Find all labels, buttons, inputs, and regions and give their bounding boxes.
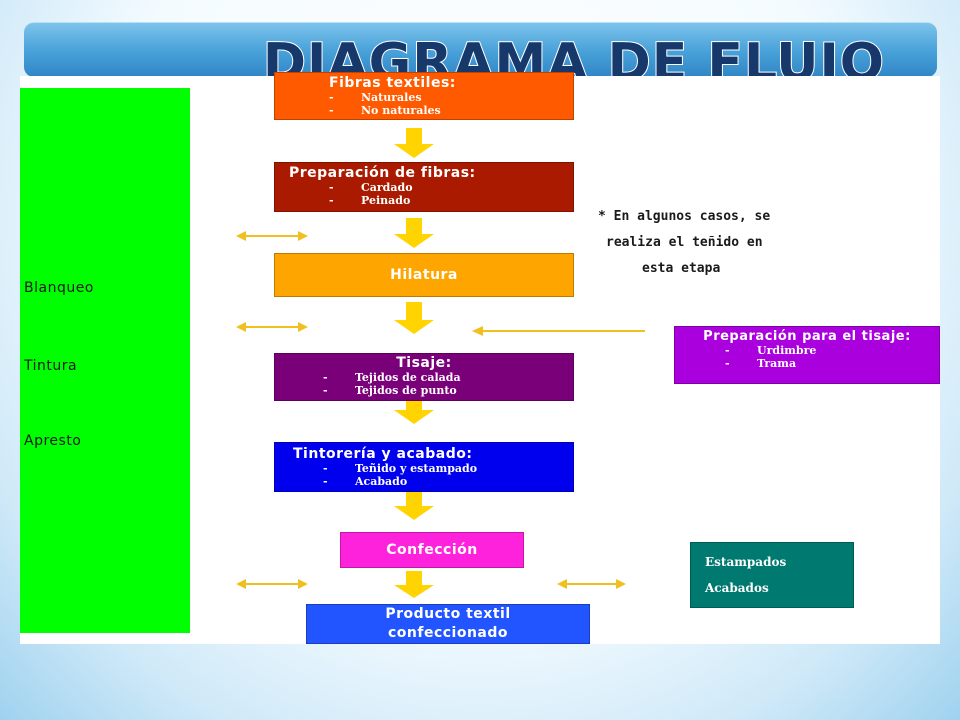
- side-process-column: Blanqueo Tintura Apresto: [20, 88, 190, 633]
- side-label-tintura: Tintura: [24, 358, 78, 374]
- step-title: Hilatura: [390, 267, 458, 283]
- down-arrow: [394, 571, 434, 598]
- side-box-item: Estampados: [705, 555, 787, 569]
- side-label-blanqueo: Blanqueo: [24, 280, 94, 296]
- note-line: * En algunos casos, se: [598, 209, 771, 224]
- step-item: -Tejidos de calada: [323, 371, 461, 384]
- box-preparacion-tisaje: Preparación para el tisaje: -Urdimbre -T…: [674, 326, 940, 384]
- step-title: Tisaje:: [396, 355, 452, 371]
- step-confeccion: Confección: [340, 532, 524, 568]
- step-item: -Teñido y estampado: [323, 462, 478, 475]
- double-arrows: [236, 231, 645, 589]
- step-fibras-textiles: Fibras textiles: -Naturales -No naturale…: [274, 72, 574, 120]
- note-tenido: * En algunos casos, se realiza el teñido…: [598, 204, 888, 282]
- down-arrow: [394, 302, 434, 334]
- down-arrow: [394, 128, 434, 158]
- side-label-apresto: Apresto: [24, 433, 82, 449]
- step-item: -Tejidos de punto: [323, 384, 457, 397]
- down-arrow: [394, 490, 434, 520]
- down-arrow: [394, 394, 434, 424]
- step-tisaje: Tisaje: -Tejidos de calada -Tejidos de p…: [274, 353, 574, 401]
- arrows-layer: [236, 128, 645, 598]
- side-box-title: Preparación para el tisaje:: [703, 329, 911, 344]
- step-item: -Acabado: [323, 475, 408, 488]
- title-bar: DIAGRAMA DE FLUJO: [24, 22, 937, 90]
- side-box-item: -Urdimbre: [725, 344, 817, 357]
- box-estampados-acabados: Estampados Acabados: [690, 542, 854, 608]
- step-preparacion-fibras: Preparación de fibras: -Cardado -Peinado: [274, 162, 574, 212]
- step-item: -Naturales: [329, 91, 422, 104]
- step-producto-textil: Producto textil confeccionado: [306, 604, 590, 644]
- flow-arrows: [394, 128, 434, 598]
- step-item: -Cardado: [329, 181, 413, 194]
- step-item: -No naturales: [329, 104, 441, 117]
- step-title: Tintorería y acabado:: [293, 446, 473, 462]
- step-title: Fibras textiles:: [329, 75, 456, 91]
- note-line: realiza el teñido en: [606, 235, 763, 250]
- down-arrow: [394, 218, 434, 248]
- step-title: Preparación de fibras:: [289, 165, 476, 181]
- step-tintoreria-acabado: Tintorería y acabado: -Teñido y estampad…: [274, 442, 574, 492]
- side-box-item: -Trama: [725, 357, 797, 370]
- step-hilatura: Hilatura: [274, 253, 574, 297]
- side-box-item: Acabados: [705, 581, 769, 595]
- step-title: Confección: [386, 542, 478, 558]
- diagram-canvas: Blanqueo Tintura Apresto: [20, 72, 940, 644]
- step-title: Producto textil confeccionado: [385, 606, 511, 641]
- step-item: -Peinado: [329, 194, 411, 207]
- note-line: esta etapa: [642, 261, 721, 276]
